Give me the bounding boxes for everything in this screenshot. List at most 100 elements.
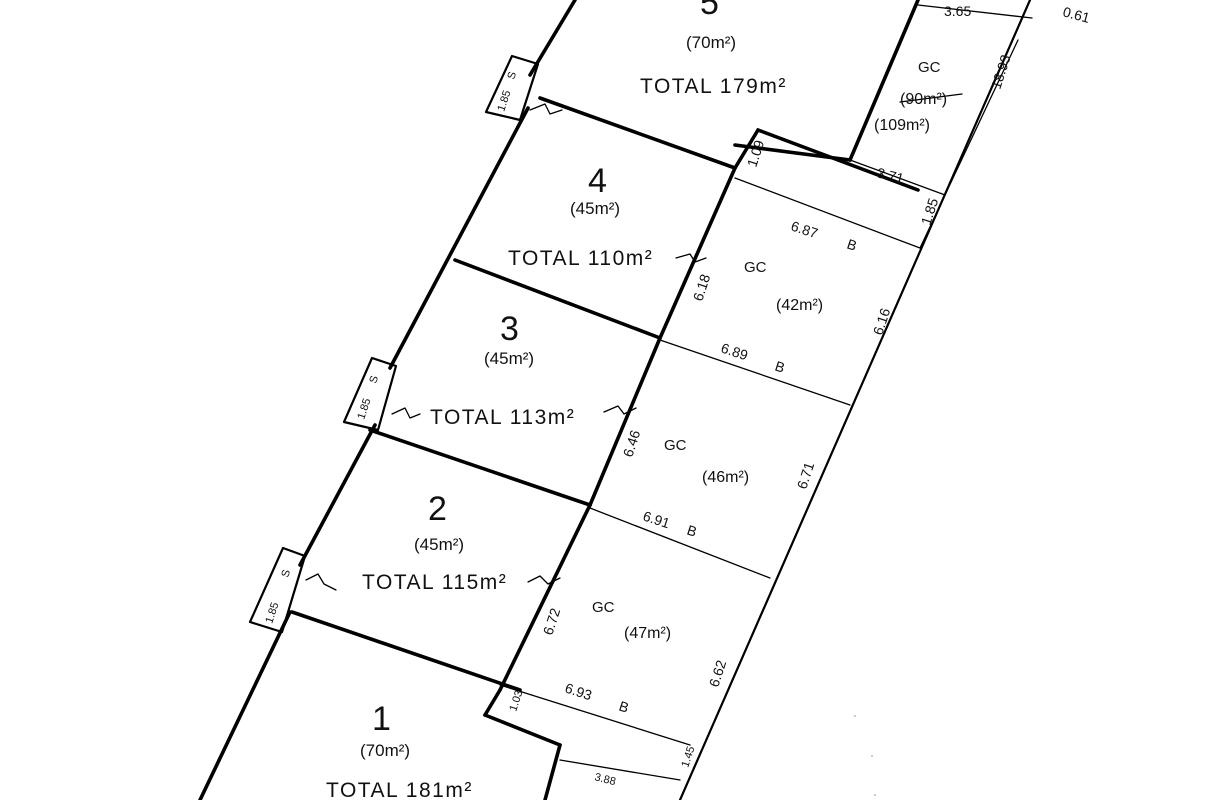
frontage-mid-dim: 1.85 <box>355 397 373 421</box>
lot-3-number: 3 <box>500 310 520 348</box>
lot-4-number: 4 <box>588 162 608 200</box>
dim-1-85: 1.85 <box>918 196 942 227</box>
lot5-south <box>733 143 852 162</box>
lot-3-area: (45m²) <box>484 349 534 368</box>
gc-lot2-area: (47m²) <box>624 625 671 642</box>
lot-2-area: (45m²) <box>414 535 464 554</box>
dim-b-3: B <box>685 522 699 540</box>
gc-lot4-label: GC <box>744 259 767 276</box>
gc-lot3-label: GC <box>664 437 687 454</box>
lot-2-total: TOTAL 115m² <box>362 571 507 594</box>
dim-6-87: 6.87 <box>789 218 820 242</box>
lot-1-total: TOTAL 181m² <box>326 779 473 800</box>
frontage-low-dim: 1.85 <box>263 601 281 625</box>
west-boundary-mid2 <box>298 423 377 567</box>
lot5-east <box>848 0 920 162</box>
gc-4-3 <box>659 339 851 406</box>
east-boundary-top <box>917 4 1033 19</box>
door-mark-lot4 <box>675 253 707 263</box>
lot-5-total: TOTAL 179m² <box>640 75 787 98</box>
frontage-top-s: S <box>505 70 519 81</box>
dim-b-1: B <box>845 236 859 254</box>
lot-3-2-boundary <box>368 428 592 507</box>
gc-3-2 <box>589 507 771 579</box>
inner-line-upper <box>658 166 737 340</box>
lot-1-area: (70m²) <box>360 741 410 760</box>
gc-1-lower <box>559 759 681 781</box>
lot-2-1-boundary <box>290 610 522 692</box>
plan-linework <box>198 0 1033 800</box>
gc-2-1 <box>499 684 691 746</box>
dim-6-16: 6.16 <box>870 306 894 337</box>
dim-b-2: B <box>773 358 787 376</box>
lot1-notch-a <box>483 688 502 717</box>
gc-top-south <box>849 159 946 196</box>
frontage-box-labels: S 1.85 S 1.85 S 1.85 <box>263 70 519 625</box>
dim-0-61: 0.61 <box>1061 3 1092 26</box>
lot-5-area: (70m²) <box>686 33 736 52</box>
dim-b-4: B <box>617 698 631 716</box>
gc-split-top <box>919 194 946 249</box>
lot1-notch-b <box>483 713 562 747</box>
dim-3-71: 3.71 <box>875 164 906 186</box>
dim-6-18: 6.18 <box>690 272 714 303</box>
dim-6-89: 6.89 <box>719 340 750 364</box>
frontage-mid-s: S <box>367 374 381 385</box>
gc-lot3-area: (46m²) <box>702 469 749 486</box>
inner-line-low <box>498 503 592 692</box>
old-area-strike <box>899 93 963 103</box>
gc-lot4-labels: GC (42m²) <box>744 259 823 314</box>
east-boundary <box>678 0 1032 800</box>
frontage-box-mid <box>342 356 398 432</box>
inner-notch-top <box>733 128 760 170</box>
door-mark-front-top <box>529 103 563 115</box>
dim-6-72: 6.72 <box>540 606 564 637</box>
gc-lot2-labels: GC (47m²) <box>592 599 671 642</box>
frontage-low-s: S <box>279 568 293 579</box>
gc-split-upper <box>944 39 1019 196</box>
door-mark-front-low <box>305 573 337 591</box>
gc-top-area: (109m²) <box>874 117 930 134</box>
frontage-top-dim: 1.85 <box>495 89 513 113</box>
dim-3-88: 3.88 <box>593 771 617 788</box>
gc-lot4-area: (42m²) <box>776 297 823 314</box>
gc-5-lower <box>734 177 921 249</box>
lot1-east <box>543 743 562 800</box>
gc-top-old-area: (90m²) <box>900 91 947 108</box>
lot-4-area: (45m²) <box>570 199 620 218</box>
lot-5-labels: 5 (70m²) TOTAL 179m² <box>640 0 787 98</box>
scan-specks <box>854 715 876 796</box>
dim-6-91: 6.91 <box>641 508 672 532</box>
lot-4-labels: 4 (45m²) TOTAL 110m² <box>508 162 653 270</box>
lot-3-total: TOTAL 113m² <box>430 406 575 429</box>
dim-3-65: 3.65 <box>944 3 971 19</box>
lot-1-labels: 1 (70m²) TOTAL 181m² <box>326 700 473 800</box>
gc-lot2-label: GC <box>592 599 615 616</box>
dim-1-09: 1.09 <box>744 138 768 169</box>
lot-5-4-boundary <box>538 96 737 170</box>
west-boundary-lower <box>198 610 292 800</box>
lot-4-total: TOTAL 110m² <box>508 247 653 270</box>
dim-6-62: 6.62 <box>706 658 730 689</box>
dim-6-46: 6.46 <box>620 428 644 459</box>
lot-2-number: 2 <box>428 490 448 528</box>
lot-5-number: 5 <box>700 0 720 22</box>
gc-top-label: GC <box>918 59 941 76</box>
lot-1-number: 1 <box>372 700 392 738</box>
door-mark-lot3 <box>603 405 637 415</box>
gc-top-labels: GC (90m²) (109m²) <box>874 59 947 134</box>
lot-4-3-boundary <box>453 258 662 340</box>
west-boundary-mid1 <box>388 106 530 370</box>
dim-18-93: 18.93 <box>988 52 1014 90</box>
dim-1-03: 1.03 <box>507 689 525 713</box>
west-boundary-upper <box>528 0 577 77</box>
dim-6-71: 6.71 <box>794 460 818 491</box>
lot-3-labels: 3 (45m²) TOTAL 113m² <box>430 310 575 429</box>
inner-line-mid <box>588 336 662 507</box>
frontage-box-top <box>484 54 540 122</box>
door-mark-lot2 <box>527 575 561 585</box>
gc-lot3-labels: GC (46m²) <box>664 437 749 486</box>
door-mark-front-mid <box>391 407 421 419</box>
